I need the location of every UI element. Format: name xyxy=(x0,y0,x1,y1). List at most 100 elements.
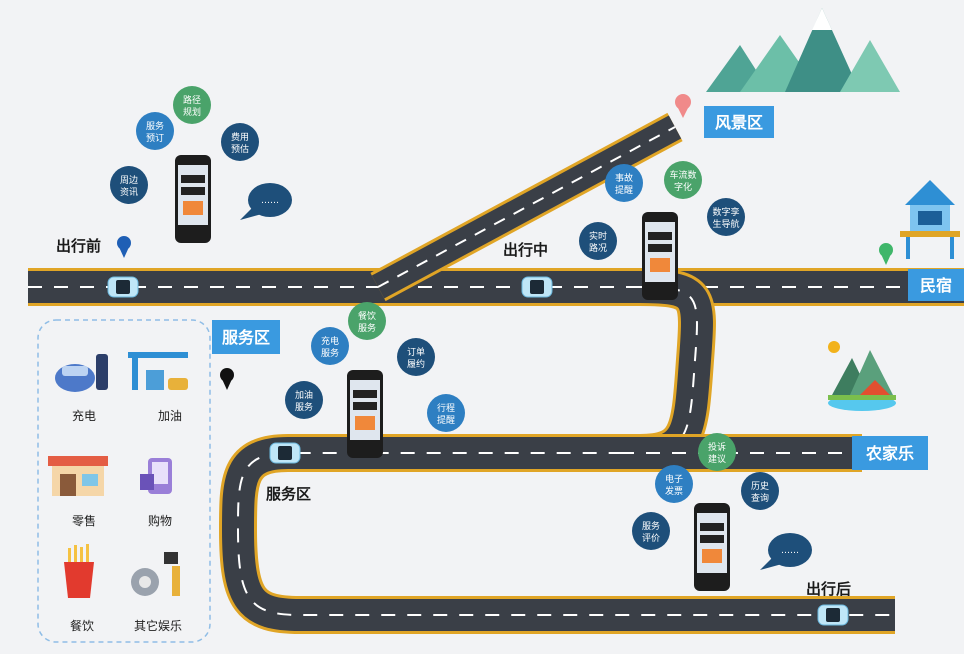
bubble-label: 生导航 xyxy=(712,218,739,230)
farm-illustration xyxy=(828,341,896,411)
bubble-label: 查询 xyxy=(751,492,769,504)
bubble-label: 订单 xyxy=(407,346,425,358)
scenic-tag: 风景区 xyxy=(704,106,774,138)
smartphone-qr-icon xyxy=(642,212,678,300)
svg-text:民宿: 民宿 xyxy=(920,276,952,295)
pin-red xyxy=(675,94,691,118)
bubble-label: 评价 xyxy=(642,533,660,544)
car-1 xyxy=(107,276,139,298)
legend-label: 零售 xyxy=(72,513,96,528)
stage-label-after: 出行后 xyxy=(806,580,851,598)
svg-text:服务区: 服务区 xyxy=(222,328,270,347)
pin-blue xyxy=(117,236,131,258)
bubble-label: 路况 xyxy=(589,242,607,254)
legend-label: 购物 xyxy=(148,513,172,528)
speech-bubble-text: …… xyxy=(781,546,799,556)
farm-tag: 农家乐 xyxy=(852,436,928,470)
entertainment-icon xyxy=(131,552,180,596)
charging-icon xyxy=(55,354,108,392)
bubble-label: 建议 xyxy=(708,453,726,465)
pin-green xyxy=(879,243,893,265)
scenic-branch-road xyxy=(370,112,683,302)
bubble-label: 预估 xyxy=(231,143,249,155)
bubble-label: 提醒 xyxy=(437,415,455,426)
car-3 xyxy=(269,442,301,464)
bubble-label: 服务 xyxy=(146,120,164,132)
bubble-label: 提醒 xyxy=(615,185,633,196)
speech-bubble-text: …… xyxy=(261,196,279,206)
bubble-label: 投诉 xyxy=(708,441,726,453)
legend-label: 其它娱乐 xyxy=(134,618,182,633)
bubble-label: 规划 xyxy=(183,106,201,118)
car-2 xyxy=(521,276,553,298)
smartphone-qr-icon xyxy=(175,155,211,243)
bubble-label: 加油 xyxy=(295,389,313,401)
bubble-label: 服务 xyxy=(321,347,339,359)
fuel-station-icon xyxy=(128,352,188,390)
svg-text:农家乐: 农家乐 xyxy=(865,444,914,463)
bubble-label: 实时 xyxy=(589,230,607,242)
mountain-illustration xyxy=(706,8,900,92)
stage-label-service: 服务区 xyxy=(266,485,311,503)
bubble-label: 发票 xyxy=(665,485,683,497)
phone-cluster-before: 周边资讯服务预订路径规划费用预估…… xyxy=(110,86,292,243)
bubble-label: 服务 xyxy=(358,322,376,334)
stage-label-before: 出行前 xyxy=(56,237,101,255)
bubble-label: 行程 xyxy=(437,402,455,414)
bubble-label: 服务 xyxy=(642,520,660,532)
food-fries-icon xyxy=(64,544,94,598)
bubble-label: 费用 xyxy=(231,131,249,143)
bubble-label: 履约 xyxy=(407,358,425,370)
svg-text:风景区: 风景区 xyxy=(715,113,763,132)
homestay-illustration xyxy=(900,180,960,259)
stage-label-during: 出行中 xyxy=(503,241,548,259)
service-area-tag: 服务区 xyxy=(212,320,280,354)
car-4 xyxy=(817,604,849,626)
retail-shop-icon xyxy=(48,456,108,496)
speech-bubble-icon: …… xyxy=(760,533,812,570)
bubble-label: 字化 xyxy=(674,181,692,193)
pin-black xyxy=(220,368,234,390)
bubble-label: 预订 xyxy=(146,133,164,144)
bubble-label: 历史 xyxy=(751,480,769,492)
shopping-icon xyxy=(140,458,172,494)
bubble-label: 车流数 xyxy=(669,169,696,181)
phone-cluster-after: 服务评价电子发票投诉建议历史查询…… xyxy=(632,433,812,591)
legend-label: 餐饮 xyxy=(70,618,94,633)
bubble-label: 餐饮 xyxy=(358,310,376,322)
bubble-label: 事故 xyxy=(615,172,633,184)
bubble-label: 服务 xyxy=(295,401,313,413)
bubble-label: 电子 xyxy=(665,473,683,485)
smartphone-qr-icon xyxy=(694,503,730,591)
bubble-label: 资讯 xyxy=(120,187,138,198)
homestay-tag: 民宿 xyxy=(908,269,964,301)
speech-bubble-icon: …… xyxy=(240,183,292,220)
legend-label: 加油 xyxy=(158,409,182,423)
road-network xyxy=(28,112,964,634)
bubble-label: 充电 xyxy=(321,335,339,347)
bubble-label: 周边 xyxy=(120,175,138,186)
bubble-label: 数字孪 xyxy=(712,206,739,218)
legend-label: 充电 xyxy=(72,408,96,423)
